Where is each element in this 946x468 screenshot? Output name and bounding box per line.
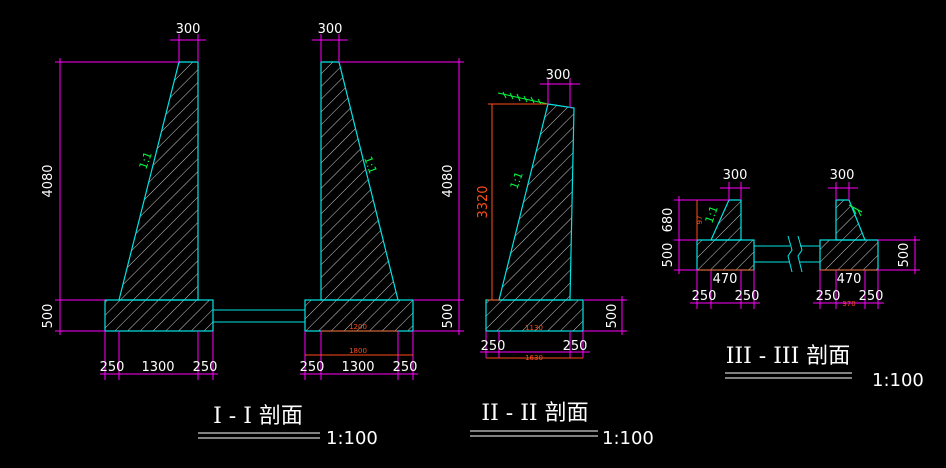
dim-1: 250 [100,360,125,375]
base-inner-label-3-right: 470 [837,272,862,287]
inner-base-dim-2: 1130 [525,324,543,332]
dim-2-1: 250 [481,339,506,354]
dim-3-1: 250 [692,289,717,304]
grade-hatch [497,91,549,105]
height-label-left: 4080 [41,164,56,197]
grade-label-2: 1:1 [508,170,526,191]
top-width-label-right: 300 [318,22,343,37]
wall-3-right [819,199,879,271]
section-3-title: III - III 剖面 [726,344,851,369]
top-width-label-3-right: 300 [830,168,855,183]
inner-small-dim: 1800 [349,347,367,355]
height-label-right: 4080 [441,164,456,197]
base-height-label-3-right: 500 [897,243,912,268]
dim-3-3: 250 [816,289,841,304]
section-3-scale: 1:100 [872,370,924,391]
dim-6: 250 [393,360,418,375]
section-3: 300 300 680 500 500 470 470 250 250 250 … [661,168,924,391]
section-1-title: I - I 剖面 [213,404,303,429]
section-2-title: II - II 剖面 [481,401,588,426]
wall-2 [485,103,584,332]
top-width-label-left: 300 [176,22,201,37]
base-height-label-3: 500 [661,243,676,268]
grade-label-right: 1:1 [361,155,379,176]
stem-height-label-3: 680 [661,208,676,233]
wall-right [304,61,414,332]
top-width-label-2: 300 [546,68,571,83]
section-1-scale: 1:100 [326,428,378,449]
base-height-label-left: 500 [41,304,56,329]
section-2: 300 3320 500 250 250 1630 1130 1:1 II - … [470,68,654,449]
base-height-label-right: 500 [441,304,456,329]
inner-small-dim-3-left: 97 [696,216,704,225]
top-width-label-3-left: 300 [723,168,748,183]
inner-small-dim-3-right: 970 [842,300,855,308]
wall-left [104,61,214,332]
dim-2-2: 250 [563,339,588,354]
grade-label-3: 1:1 [703,204,721,225]
wall-3-left [696,199,755,271]
dim-3: 250 [193,360,218,375]
section-2-scale: 1:100 [602,428,654,449]
section-1: 300 300 4080 4080 500 500 250 1300 250 2… [41,22,464,449]
base-inner-label-3-left: 470 [713,272,738,287]
inner-base-dim: 1200 [349,323,367,331]
dim-2: 1300 [141,360,174,375]
dim-3-4: 250 [859,289,884,304]
inner-small-dim-2: 1630 [525,354,543,362]
base-height-label-2: 500 [605,304,620,329]
dim-3-2: 250 [735,289,760,304]
grade-label-left: 1:1 [137,150,155,171]
height-label-2: 3320 [476,185,491,218]
dim-5: 1300 [341,360,374,375]
dim-4: 250 [300,360,325,375]
